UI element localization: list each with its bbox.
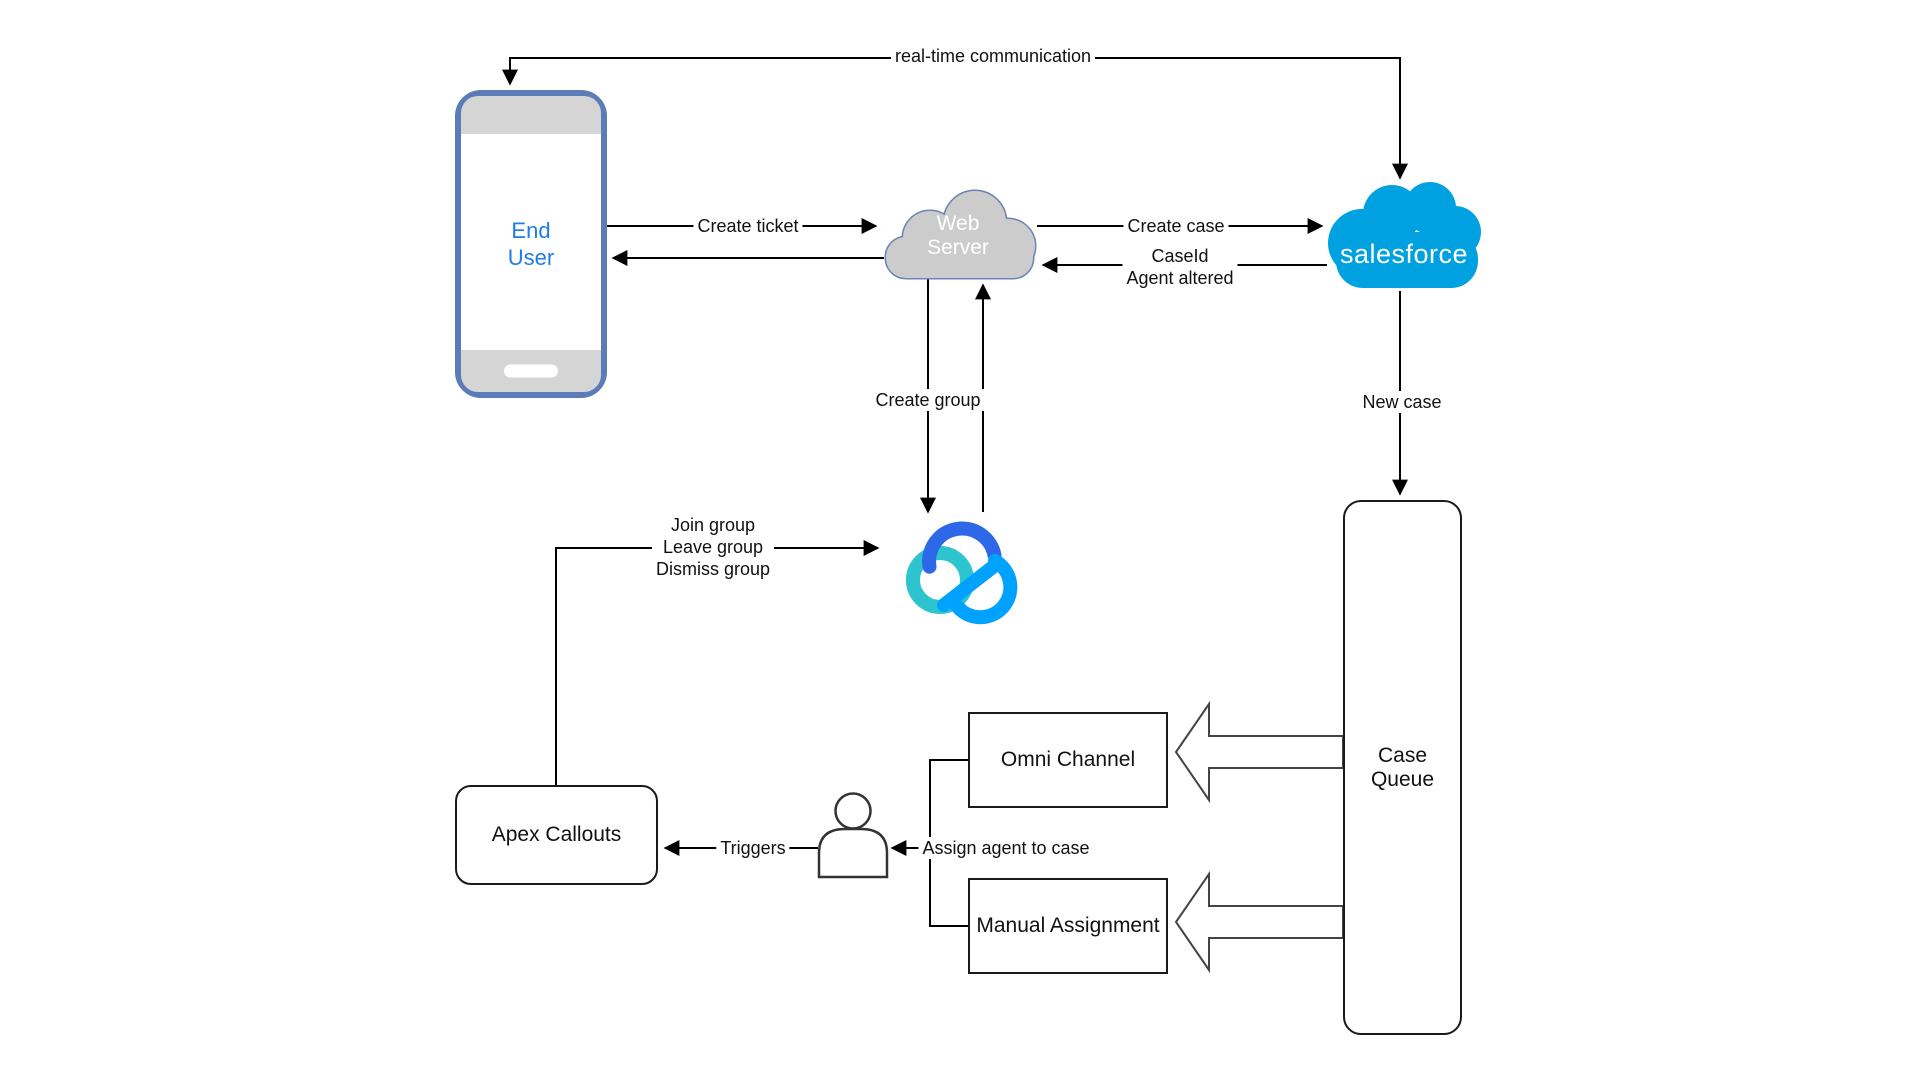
web-server-cloud-icon — [884, 189, 1037, 280]
tencent-cloud-icon — [906, 521, 1018, 625]
edge-realtime-to-salesforce — [510, 57, 1408, 180]
phone-home-bar — [461, 350, 601, 392]
block-arrows — [1174, 700, 1344, 974]
case-queue-box: Case Queue — [1343, 500, 1462, 1035]
agent-person-icon — [817, 792, 889, 879]
apex-callouts-box: Apex Callouts — [455, 785, 658, 885]
edge-label-create-ticket: Create ticket — [693, 215, 803, 237]
manual-assignment-box: Manual Assignment — [968, 878, 1168, 974]
edge-label-caseid-agent-altered: CaseId Agent altered — [1122, 245, 1238, 289]
edge-realtime-to-enduser — [502, 57, 1400, 86]
web-server-label: Web Server — [927, 212, 989, 259]
edge-label-new-case: New case — [1358, 391, 1446, 413]
end-user-label: End User — [507, 218, 555, 270]
edge-label-real-time: real-time communication — [890, 45, 1096, 67]
end-user-phone: End User — [455, 90, 607, 398]
salesforce-logo-icon — [1328, 182, 1481, 288]
phone-speaker-bar — [461, 96, 601, 134]
block-arrow-to-manual-assignment — [1174, 870, 1344, 974]
omni-channel-box: Omni Channel — [968, 712, 1168, 808]
edge-group-ops — [555, 540, 880, 785]
edge-label-triggers: Triggers — [716, 837, 790, 859]
edge-label-group-ops: Join group Leave group Dismiss group — [651, 514, 775, 580]
edge-label-create-group: Create group — [871, 389, 985, 411]
salesforce-label: salesforce — [1339, 239, 1469, 269]
phone-home-button — [504, 364, 558, 378]
edge-label-create-case: Create case — [1123, 215, 1229, 237]
edge-label-assign-agent: Assign agent to case — [918, 837, 1094, 859]
block-arrow-to-omni-channel — [1174, 700, 1344, 804]
